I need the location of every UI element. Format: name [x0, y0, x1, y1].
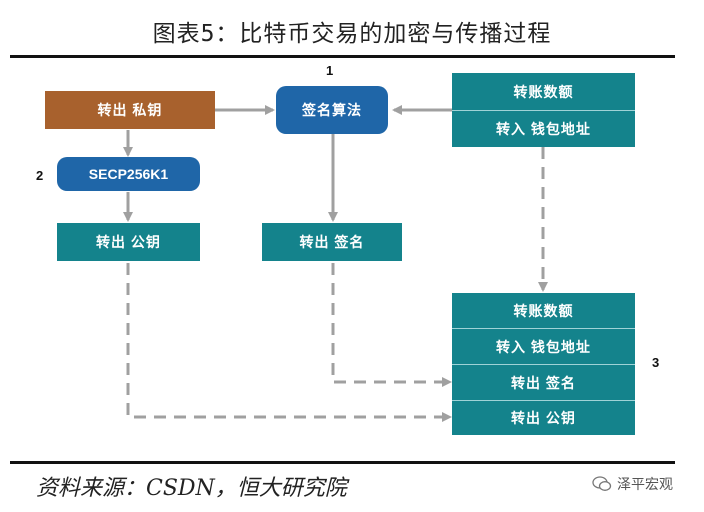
transaction-bottom-amount: 转账数额	[513, 302, 574, 319]
signature-algorithm-node: 签名算法	[276, 86, 388, 134]
transaction-bottom-signature: 转出 签名	[452, 364, 635, 400]
step-number-2: 2	[36, 168, 44, 183]
arrow-signature-to-transaction	[331, 263, 452, 387]
source-note: 资料来源：CSDN，恒大研究院	[36, 476, 347, 501]
signature-node: 转出 签名	[262, 223, 402, 261]
transaction-top-amount: 转账数额	[513, 83, 574, 100]
private-key-node: 转出 私钥	[45, 91, 215, 129]
watermark: 泽平宏观	[592, 474, 673, 494]
secp256k1-node: SECP256K1	[57, 157, 200, 191]
public-key-node: 转出 公钥	[57, 223, 200, 261]
step-number-1: 1	[326, 63, 334, 78]
figure-title: 图表5：比特币交易的加密与传播过程	[152, 21, 552, 47]
arrow-public-key-to-transaction	[126, 263, 452, 422]
transaction-bottom-address: 转入 钱包地址	[452, 328, 635, 364]
top-rule	[10, 55, 675, 58]
transaction-top-node: 转账数额 转入 钱包地址	[452, 73, 635, 147]
transaction-bottom-node: 转账数额 转入 钱包地址 转出 签名 转出 公钥	[452, 293, 635, 435]
step-number-3: 3	[652, 355, 660, 370]
wechat-icon	[592, 476, 612, 491]
bottom-rule	[10, 461, 675, 464]
watermark-text: 泽平宏观	[617, 476, 673, 492]
transaction-top-address: 转入 钱包地址	[452, 110, 635, 147]
transaction-bottom-public-key: 转出 公钥	[452, 400, 635, 435]
